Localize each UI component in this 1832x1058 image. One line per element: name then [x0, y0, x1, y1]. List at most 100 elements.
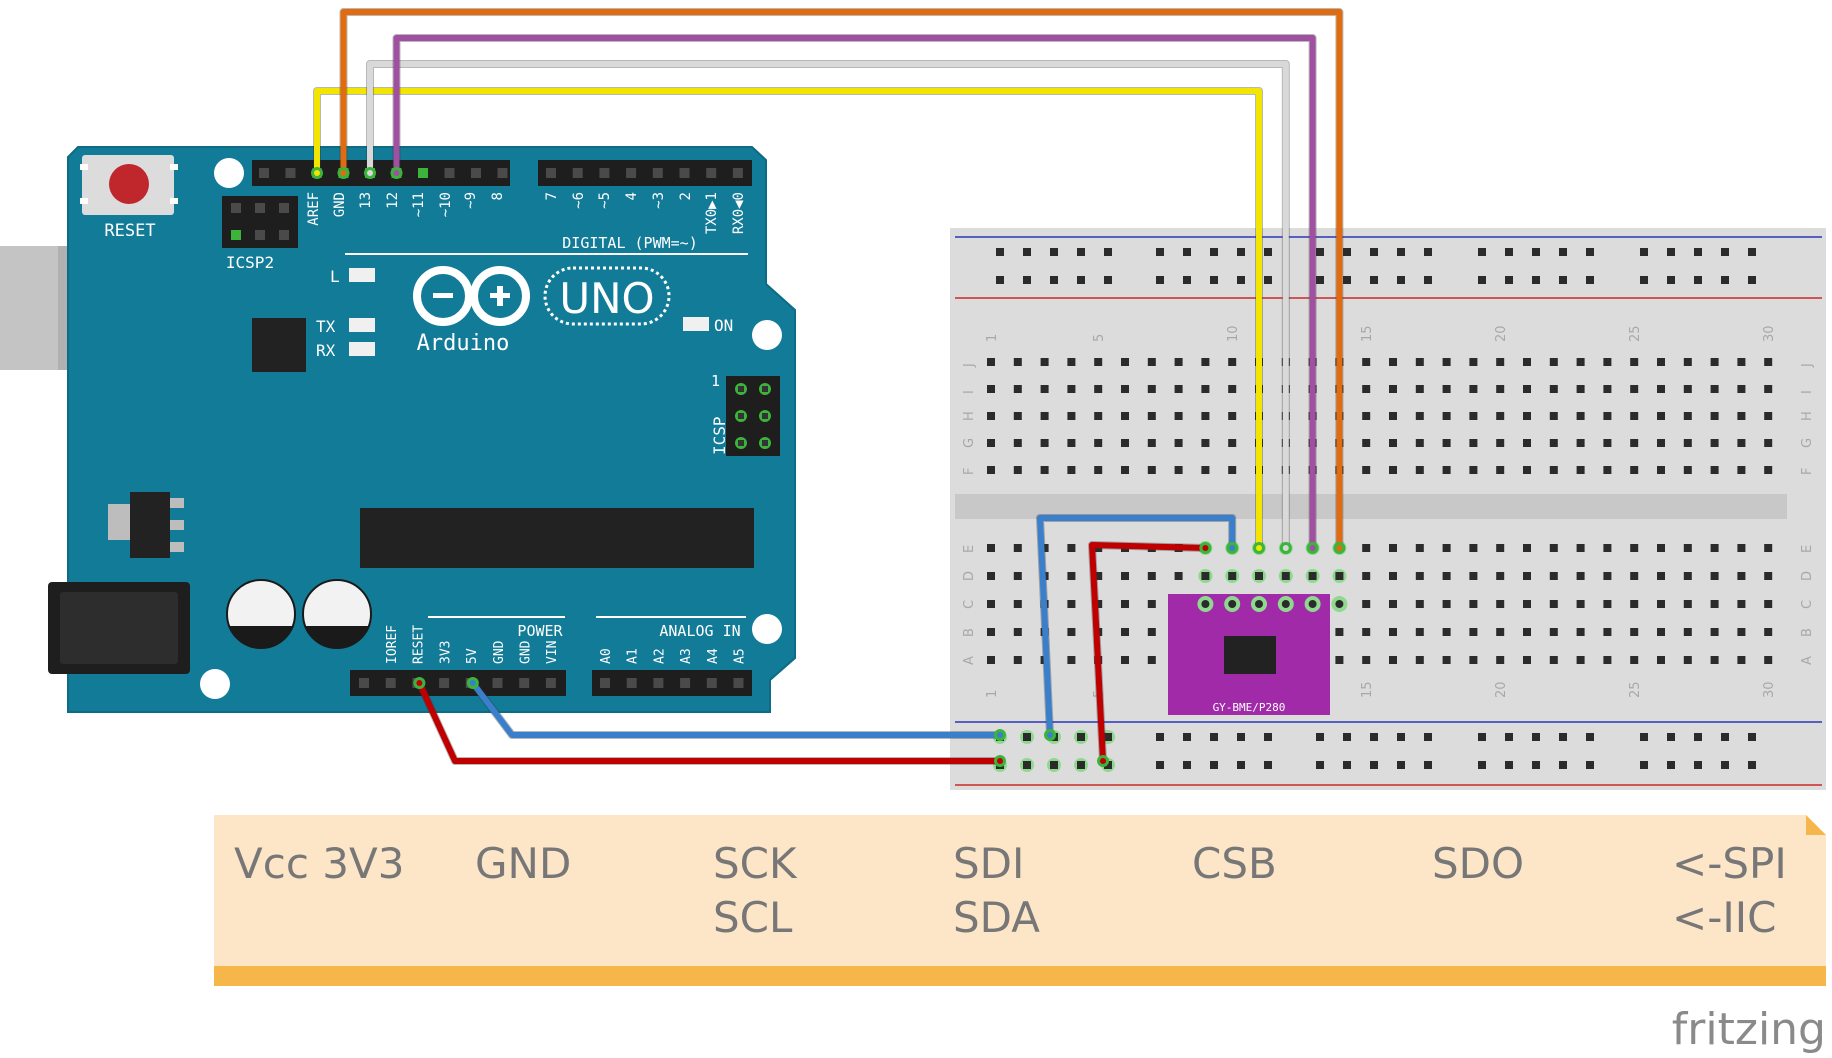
rail-hole: [1237, 761, 1245, 769]
icsp2-pin: [231, 203, 241, 213]
rail-hole: [1156, 733, 1164, 741]
breadboard-hole: [1657, 600, 1665, 608]
voltage-regulator: [130, 492, 170, 558]
rail-hole: [1424, 761, 1432, 769]
rail-hole: [1370, 248, 1378, 256]
wire-endpoint-core: [1229, 545, 1236, 551]
breadboard-hole: [1121, 572, 1129, 580]
breadboard-hole: [1121, 600, 1129, 608]
header-pin: [572, 168, 583, 178]
breadboard-hole: [987, 656, 995, 664]
power-pin-label: 3V3: [438, 641, 453, 664]
icsp2-pin: [231, 230, 241, 240]
power-pin-label: GND: [519, 640, 534, 664]
breadboard-hole: [1335, 656, 1344, 664]
breadboard-hole: [1094, 572, 1103, 580]
l-led: [349, 268, 375, 282]
rail-hole: [996, 276, 1004, 284]
breadboard-hole: [1201, 358, 1210, 366]
header-pin: [492, 678, 503, 688]
breadboard-hole: [1496, 412, 1505, 420]
row-letter: H: [962, 411, 977, 421]
header-pin: [285, 168, 296, 178]
label-sck: SCK: [713, 839, 798, 888]
rail-hole: [1586, 733, 1594, 741]
breadboard-hole: [1603, 656, 1612, 664]
reset-button[interactable]: [109, 164, 149, 204]
rail-hole: [1505, 733, 1513, 741]
breadboard-hole: [1040, 358, 1049, 366]
rail-hole: [1264, 276, 1272, 284]
breadboard-hole: [1523, 358, 1531, 366]
rail-hole: [1505, 761, 1513, 769]
wire-endpoint-core: [340, 170, 347, 176]
rail-hole: [1640, 276, 1648, 284]
row-letter: F: [962, 468, 977, 475]
icsp2-pin: [255, 230, 265, 240]
rail-hole: [1586, 248, 1594, 256]
breadboard-hole: [1523, 656, 1531, 664]
capacitor: [226, 579, 296, 649]
breadboard-hole: [1013, 466, 1022, 474]
breadboard-hole: [1496, 656, 1505, 664]
rail-hole: [1237, 733, 1245, 741]
label-strip-fold: [1806, 815, 1826, 835]
rail-hole: [1023, 761, 1031, 769]
breadboard-hole: [1630, 466, 1639, 474]
rail-hole: [1640, 761, 1648, 769]
rail-hole: [1721, 276, 1729, 284]
label-csb: CSB: [1192, 839, 1277, 888]
breadboard-hole: [1255, 572, 1263, 580]
breadboard-hole: [1067, 544, 1076, 552]
header-pin: [599, 168, 610, 178]
rail-hole: [1748, 276, 1756, 284]
rail-hole: [1077, 761, 1085, 769]
breadboard-hole: [1415, 439, 1424, 447]
rail-hole: [1478, 761, 1486, 769]
breadboard-holes: [987, 248, 1773, 772]
breadboard-hole: [1576, 544, 1585, 552]
row-letter: E: [962, 545, 977, 553]
breadboard-hole: [1683, 544, 1692, 552]
breadboard-hole: [1469, 628, 1478, 636]
breadboard-hole: [1201, 572, 1210, 580]
rail-hole: [1264, 761, 1272, 769]
rail-hole: [1397, 733, 1405, 741]
digital-pin-label: ~9: [463, 192, 479, 209]
sensor-pin-core: [1281, 600, 1290, 608]
breadboard-hole: [1710, 466, 1719, 474]
icsp2-label: ICSP2: [226, 253, 274, 272]
header-pin: [444, 168, 455, 178]
sensor-chip: [1224, 636, 1276, 674]
breadboard-hole: [987, 439, 995, 447]
power-pin-label: IOREF: [385, 625, 400, 664]
sensor-pins: [1197, 596, 1348, 612]
wire-endpoint-core: [1282, 545, 1289, 551]
icsp-header: [726, 376, 780, 456]
rx-led-label: RX: [316, 341, 336, 360]
breadboard-hole: [1657, 628, 1665, 636]
label-gnd: GND: [475, 839, 571, 888]
header-pin: [385, 678, 396, 688]
arduino-logo: [413, 266, 530, 326]
breadboard-hole: [1764, 544, 1773, 552]
breadboard-hole: [1389, 572, 1397, 580]
breadboard-hole: [1067, 572, 1076, 580]
breadboard-hole: [1442, 544, 1451, 552]
digital-pin-label: 7: [544, 192, 560, 200]
breadboard-hole: [1630, 412, 1639, 420]
header-pin: [626, 168, 637, 178]
white-wire: [367, 61, 1289, 551]
breadboard-hole: [1603, 600, 1612, 608]
breadboard-hole: [1603, 466, 1612, 474]
breadboard-hole: [1523, 385, 1531, 393]
minus-icon: [433, 293, 453, 298]
l-led-label: L: [330, 267, 340, 286]
breadboard-hole: [1657, 544, 1665, 552]
mounting-hole: [214, 158, 244, 188]
breadboard-hole: [1737, 572, 1746, 580]
rail-hole: [1748, 248, 1756, 256]
column-number: 30: [1762, 681, 1777, 698]
breadboard-hole: [1683, 628, 1692, 636]
header-pin: [546, 168, 556, 178]
